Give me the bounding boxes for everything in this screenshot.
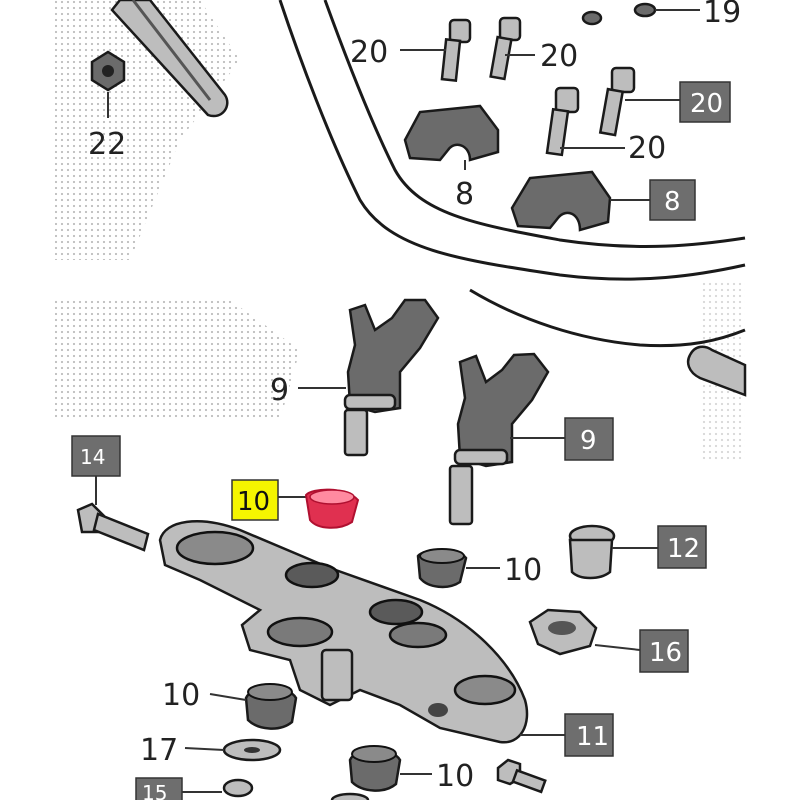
label-19: 19 — [703, 0, 741, 30]
label-12: 12 — [667, 534, 700, 564]
rubber-bushing-10-b — [416, 548, 468, 589]
part-partial-bottom — [330, 792, 370, 805]
label-10c: 10 — [162, 678, 200, 713]
nut-16 — [528, 608, 598, 656]
callout-box-9 — [564, 417, 614, 461]
label-20b: 20 — [540, 39, 578, 74]
highlight-box-10 — [231, 479, 279, 521]
rubber-bushing-10-d — [348, 745, 402, 792]
riser-9-a — [343, 298, 440, 457]
label-14: 14 — [80, 445, 105, 469]
leader-10c — [209, 693, 247, 701]
callout-box-12 — [657, 525, 707, 569]
label-17: 17 — [140, 733, 178, 768]
hatched-area-mid-left — [55, 300, 300, 420]
bolt-20-d — [598, 66, 636, 137]
callout-box-16 — [639, 629, 689, 673]
label-20a: 20 — [350, 35, 388, 70]
label-20c: 20 — [628, 131, 666, 166]
bolt-20-b — [489, 16, 522, 81]
handlebar-holder-8-b — [510, 170, 612, 232]
callout-box-8 — [649, 179, 696, 221]
handlebar-outline — [278, 0, 746, 281]
label-9b: 9 — [580, 426, 597, 456]
leader-17 — [184, 747, 225, 751]
handlebar-holder-8-a — [403, 104, 500, 162]
label-22: 22 — [88, 127, 126, 162]
callout-box-11 — [564, 713, 614, 757]
small-bolt — [496, 758, 547, 794]
label-11: 11 — [576, 722, 609, 752]
part-19 — [581, 2, 657, 26]
bolt-20-c — [545, 86, 580, 157]
riser-9-b — [448, 352, 550, 526]
bolt-14 — [76, 502, 150, 552]
handlebar-outline-inner — [323, 0, 746, 248]
handlebar-tube-stripe — [131, 0, 212, 101]
callout-box-20 — [679, 81, 731, 123]
nut-22 — [90, 50, 126, 92]
washer-17 — [222, 738, 282, 762]
rubber-bushing-10-highlighted[interactable] — [304, 488, 360, 529]
part-15 — [222, 778, 254, 798]
label-8b: 8 — [664, 187, 681, 217]
label-10b: 10 — [504, 553, 542, 588]
bolt-20-a — [440, 18, 472, 82]
handlebar-lower-outline — [469, 288, 746, 348]
label-20d: 20 — [690, 89, 723, 119]
collar-12 — [568, 524, 616, 580]
label-8a: 8 — [455, 177, 474, 212]
top-bridge-11 — [158, 520, 529, 744]
label-10a: 10 — [237, 487, 270, 517]
rubber-bushing-10-c — [244, 683, 298, 730]
label-10d: 10 — [436, 759, 474, 794]
label-16: 16 — [649, 638, 682, 668]
label-15: 15 — [142, 781, 167, 800]
right-tube — [686, 345, 747, 397]
label-9a: 9 — [270, 373, 289, 408]
leader-16 — [594, 644, 641, 651]
